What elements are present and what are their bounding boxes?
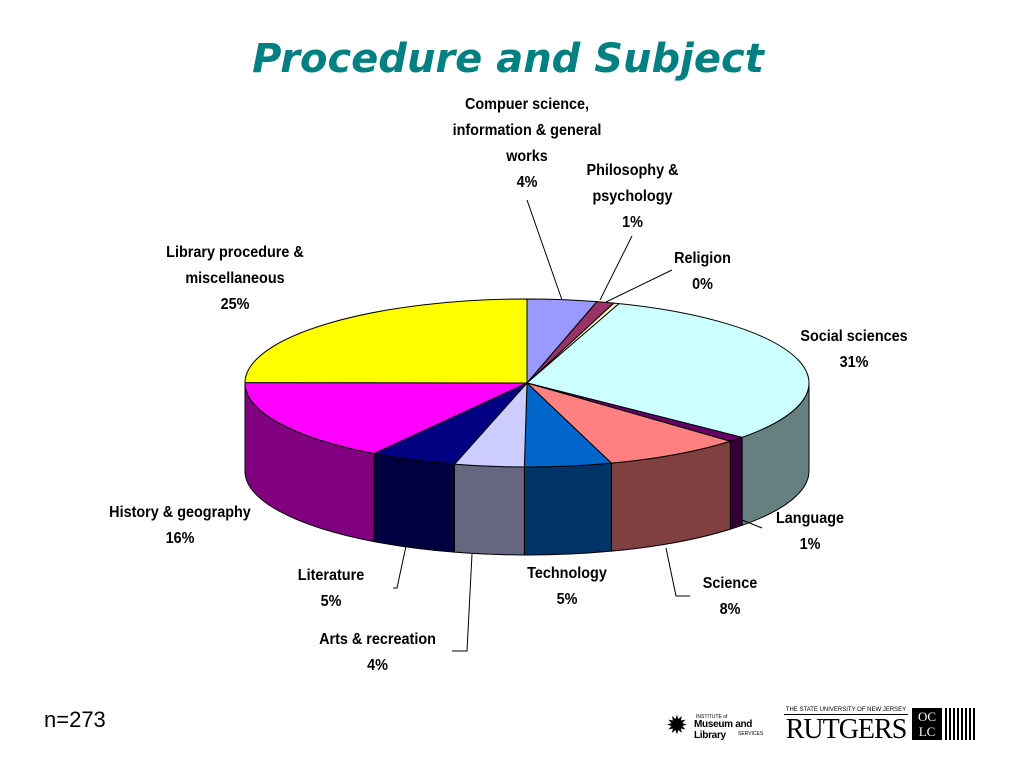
slice-label-3-name: Social sciences [800,328,908,345]
slice-label-5-percent: 8% [719,601,741,618]
leader-line-4 [741,519,763,529]
leader-line-5 [665,547,690,597]
imls-logo-line3: SERVICES [738,731,764,737]
slice-label-8: Literature 5% [282,563,381,615]
slice-label-7-percent: 4% [367,657,388,674]
rutgers-logo: THE STATE UNIVERSITY OF NEW JERSEY RUTGE… [784,707,908,747]
slice-label-10-percent: 25% [220,296,250,313]
slice-label-9: History & geography 16% [95,500,266,552]
imls-logo-line1: INSTITUTE of [696,714,728,720]
slice-label-5: Science 8% [685,571,775,623]
slice-label-5-name: Science [702,575,758,592]
leader-line-8 [393,545,407,589]
pie-slice-10 [244,298,528,384]
slice-label-1-name: Philosophy & [586,162,679,179]
rutgers-logo-tagline: THE STATE UNIVERSITY OF NEW JERSEY [784,707,908,715]
slice-label-6: Technology 5% [512,561,622,613]
leader-line-0 [526,199,563,301]
slice-label-3-percent: 31% [839,354,869,371]
slice-label-1-percent: 1% [622,214,643,231]
oclc-logo-line1: OC [917,709,937,724]
rutgers-logo-wordmark: RUTGERS [785,714,908,745]
slice-label-0-name: works [506,148,548,165]
leader-line-1 [599,235,633,301]
pie-side-6 [523,462,612,556]
oclc-bars-icon [945,708,977,740]
slice-label-0-percent: 4% [516,174,538,191]
slice-label-9-name: History & geography [109,504,251,521]
slice-label-4-name: Language [775,510,845,527]
slice-label-6-percent: 5% [556,591,578,608]
oclc-logo-line2: LC [918,724,936,739]
slice-label-4-percent: 1% [799,536,821,553]
pie-side-7 [454,463,525,556]
pie-slice-5 [526,382,733,464]
slice-label-10-name: Library procedure & [166,244,304,261]
slice-label-1-name: psychology [592,188,673,205]
imls-logo: ✹ INSTITUTE of Museum and Library SERVIC… [666,704,774,746]
pie-side-4 [729,436,743,530]
slice-label-0: Compuer science, information & general wor… [437,92,617,196]
pie-side-8 [373,452,456,553]
slice-label-10: Library procedure & miscellaneous 25% [150,240,321,318]
slice-label-7: Arts & recreation 4% [308,627,448,679]
imls-logo-line2: Museum and Library [694,719,753,741]
slice-label-6-name: Technology [527,565,607,582]
slide-title: Procedure and Subject [252,36,764,82]
pie-slice-3 [525,303,810,438]
oclc-logo: OC LC [912,708,978,742]
slice-label-9-percent: 16% [165,530,195,547]
leader-line-7 [452,553,473,652]
oclc-logo-box: OC LC [912,708,942,740]
slice-label-7-name: Arts & recreation [319,631,436,648]
leader-line-2 [605,269,673,303]
slice-label-2: Religion 0% [664,246,741,298]
slice-label-10-name: miscellaneous [185,270,285,287]
slice-label-1: Philosophy & psychology 1% [567,158,698,236]
slice-label-8-percent: 5% [320,593,342,610]
slice-label-8-name: Literature [297,567,365,584]
slice-label-2-name: Religion [674,250,731,267]
slice-label-0-name: Compuer science, [464,96,590,113]
sunburst-icon: ✹ [666,710,688,740]
slice-label-2-percent: 0% [692,276,713,293]
pie-slice-9 [244,382,528,455]
slice-label-0-name: information & general [452,122,602,139]
slice-label-3: Social sciences 31% [787,324,920,376]
slice-label-4: Language 1% [765,506,855,558]
sample-size-note: n=273 [44,707,106,732]
